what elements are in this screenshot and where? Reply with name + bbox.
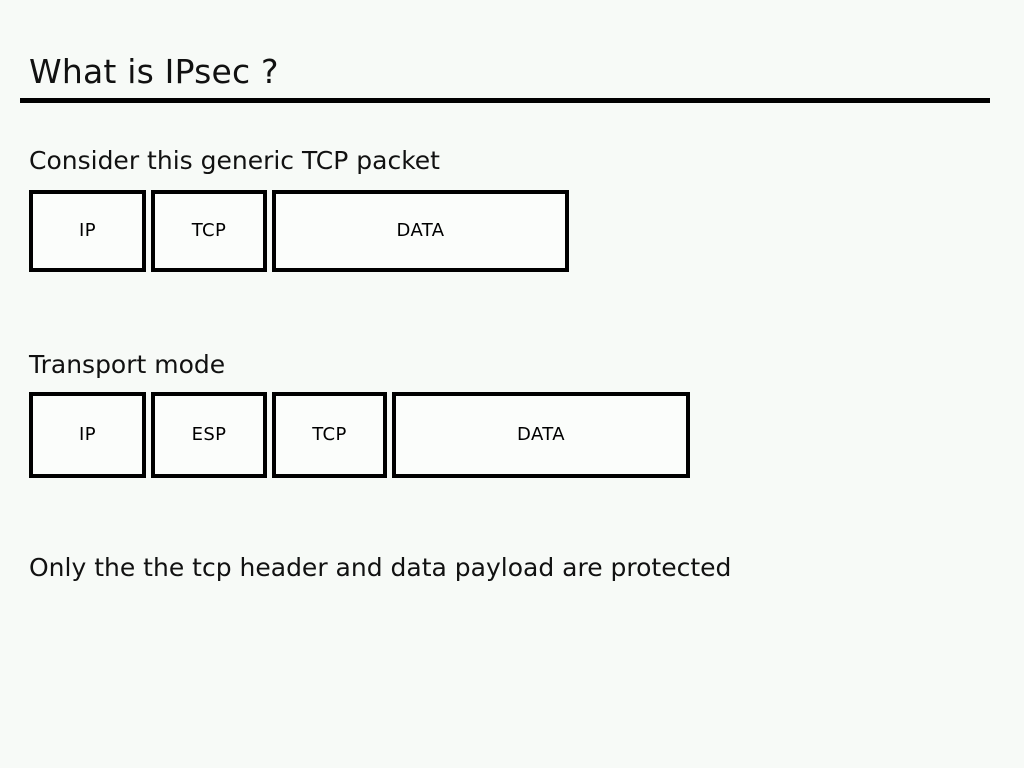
title-divider (20, 98, 990, 103)
packet-field-label: DATA (517, 424, 565, 445)
packet-field-label: IP (79, 424, 96, 445)
transport-mode-caption: Transport mode (29, 350, 226, 379)
packet-field-ip: IP (29, 392, 146, 478)
packet-field-tcp: TCP (272, 392, 387, 478)
packet-field-ip: IP (29, 190, 146, 272)
packet-field-label: DATA (396, 220, 445, 241)
generic-tcp-packet-diagram: IP TCP DATA (29, 190, 569, 272)
packet-field-label: ESP (191, 424, 227, 445)
generic-packet-caption: Consider this generic TCP packet (29, 146, 440, 175)
packet-field-tcp: TCP (151, 190, 267, 272)
packet-field-data: DATA (392, 392, 690, 478)
packet-field-label: TCP (312, 424, 347, 445)
packet-field-esp: ESP (151, 392, 267, 478)
packet-field-data: DATA (272, 190, 569, 272)
page-title: What is IPsec ? (29, 52, 279, 91)
packet-field-label: TCP (191, 220, 227, 241)
transport-mode-footnote: Only the the tcp header and data payload… (29, 553, 732, 582)
transport-mode-packet-diagram: IP ESP TCP DATA (29, 392, 690, 478)
packet-field-label: IP (79, 220, 96, 241)
